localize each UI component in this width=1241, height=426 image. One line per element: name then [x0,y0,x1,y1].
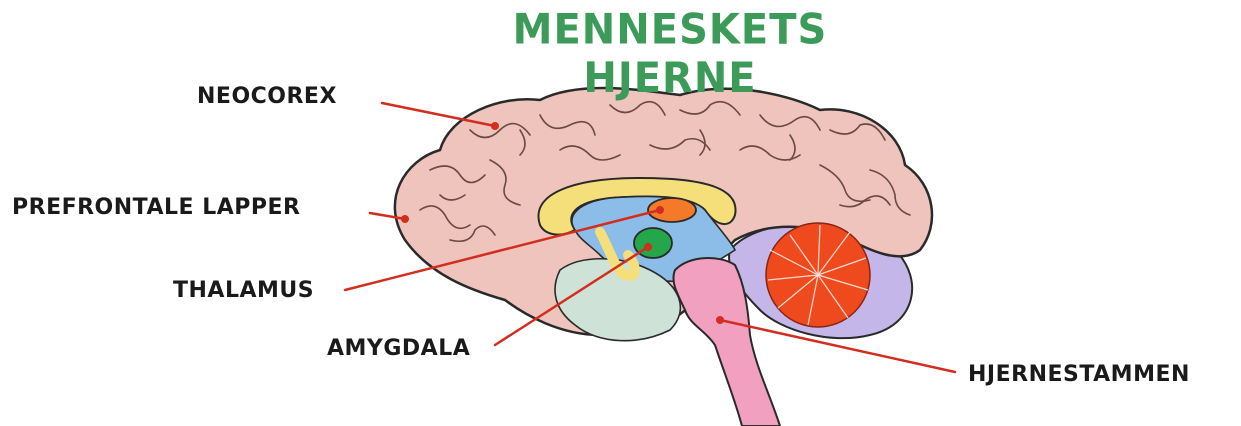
label-amygdala: AMYGDALA [327,336,470,361]
label-brainstem: HJERNESTAMMEN [968,362,1190,387]
page-title: MENNESKETS HJERNE [440,6,900,103]
label-prefrontal-lobes: PREFRONTALE LAPPER [12,195,300,220]
label-thalamus: THALAMUS [173,278,314,303]
label-neocortex: NEOCOREX [197,84,337,109]
cerebellum [766,223,870,327]
